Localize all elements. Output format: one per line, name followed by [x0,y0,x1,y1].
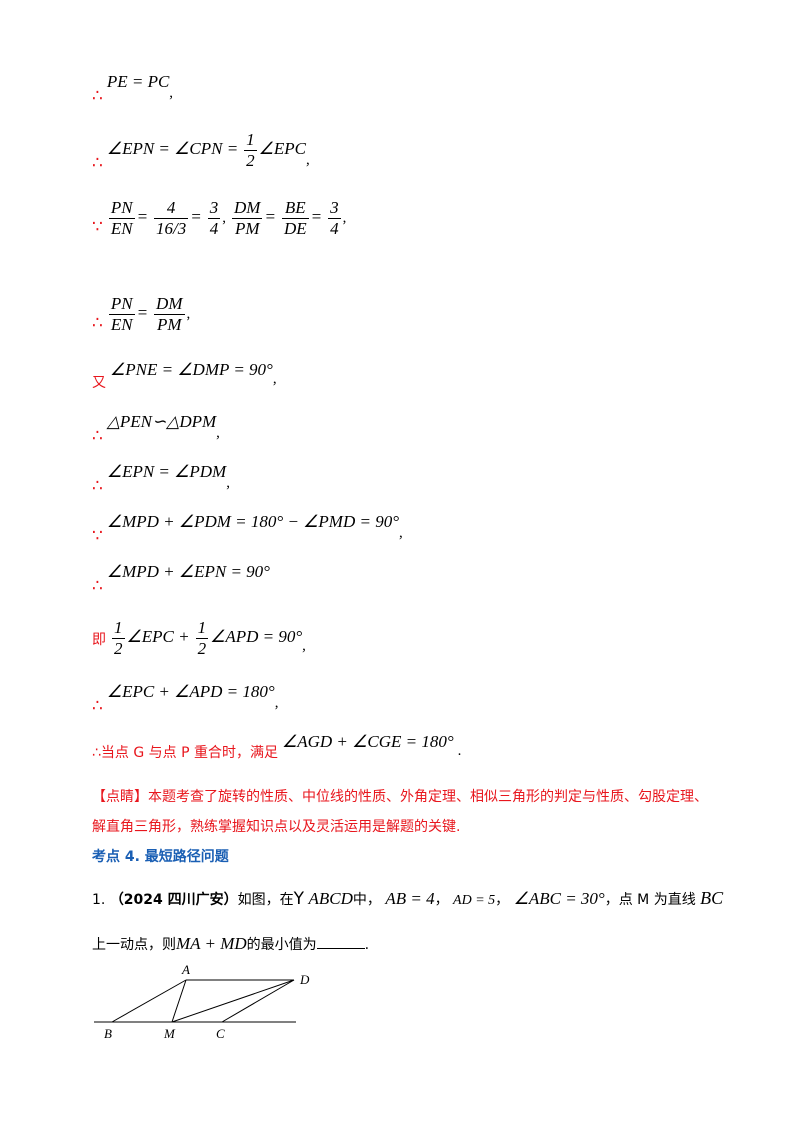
section-heading: 考点 4. 最短路径问题 [92,849,229,865]
equation: PE = PC [106,72,170,91]
step-11: ∴ ∠EPC + ∠APD = 180°, [92,682,279,716]
label-a: A [181,962,190,977]
therefore-symbol: ∴ [92,576,103,596]
equation: ∠EPC + ∠APD = 180° [106,682,275,701]
therefore-symbol: ∴ [92,476,103,496]
parallelogram-figure: A D B M C [94,962,310,1041]
equation: ∠MPD + ∠PDM = 180° − ∠PMD = 90° [106,512,399,531]
question-number: 1. [92,892,106,908]
segment-ma [171,979,187,1023]
equation: ∠PNE = ∠DMP = 90° [110,360,273,379]
namely-label: 即 [92,632,106,649]
comment-line-2: 解直角三角形，熟练掌握知识点以及灵活运用是解题的关键. [92,819,461,835]
step-8: ∵ ∠MPD + ∠PDM = 180° − ∠PMD = 90°, [92,512,403,546]
step-5: 又 ∠PNE = ∠DMP = 90°, [92,360,277,391]
comment-line-1: 【点睛】本题考查了旋转的性质、中位线的性质、外角定理、相似三角形的判定与性质、勾… [92,789,708,805]
therefore-symbol: ∴ [92,153,103,174]
segment-md [171,979,295,1023]
therefore-symbol: ∴ [92,86,103,106]
equation: ∠EPN = ∠CPN = [106,139,239,159]
therefore-symbol: ∴ [92,313,103,334]
question-source: （2024 四川广安） [109,892,238,908]
also-label: 又 [92,375,106,391]
label-b: B [104,1026,112,1041]
step-12: ∴当点 G 与点 P 重合时，满足 ∠AGD + ∠CGE = 180° . [92,732,462,761]
label-d: D [299,972,310,987]
therefore-symbol: ∴ [92,696,103,716]
conclusion-text: ∴当点 G 与点 P 重合时，满足 [92,745,278,761]
label-c: C [216,1026,225,1041]
question-line-2: 上一动点，则MA + MD的最小值为. [92,934,370,953]
answer-blank [316,934,365,949]
equation: △PEN∽△DPM [106,412,217,431]
step-1: ∴ PE = PC, [92,72,174,106]
label-m: M [163,1026,176,1041]
step-9: ∴ ∠MPD + ∠EPN = 90° [92,562,270,596]
question-line-1: 1. （2024 四川广安）如图，在Y ABCD中， AB = 4， AD = … [92,888,724,909]
because-symbol: ∵ [92,526,103,546]
therefore-symbol: ∴ [92,426,103,446]
segment-ab [111,979,187,1023]
equation: ∠EPN = ∠PDM [106,462,227,481]
step-6: ∴ △PEN∽△DPM, [92,412,220,446]
because-symbol: ∵ [92,217,103,238]
equation: ∠MPD + ∠EPN = 90° [106,562,270,581]
equation: ∠AGD + ∠CGE = 180° [282,732,454,751]
segment-dc [221,979,295,1023]
parallelogram-symbol: Y [293,889,305,909]
step-7: ∴ ∠EPN = ∠PDM, [92,462,230,496]
